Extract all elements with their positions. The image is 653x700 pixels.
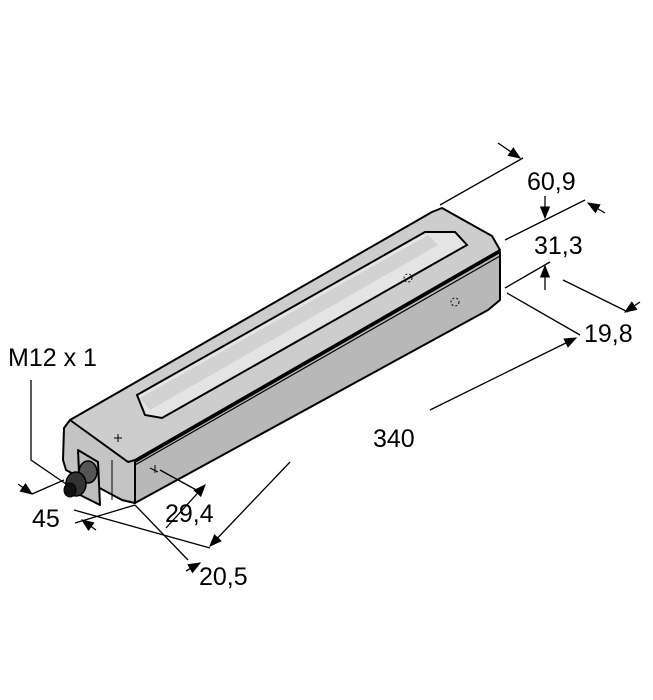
window [135,231,469,420]
window-bevel [140,235,438,410]
dimension-lines [17,142,641,574]
housing-rim-line [134,255,501,466]
mounting-hole-mark [403,273,413,283]
dim-label-20-5: 20,5 [199,563,248,591]
dim-label-45: 45 [32,505,60,533]
dim-label-29-4: 29,4 [165,500,214,528]
dim-label-31-3: 31,3 [534,232,583,260]
sensor-housing [62,207,501,506]
m12-connector [63,460,98,498]
dim-label-19-8: 19,8 [584,320,633,348]
mounting-hole-mark [450,297,460,307]
center-mark [114,434,159,473]
dim-label-340: 340 [373,425,415,453]
dim-label-60-9: 60,9 [527,168,576,196]
thread-label: M12 x 1 [8,344,97,372]
